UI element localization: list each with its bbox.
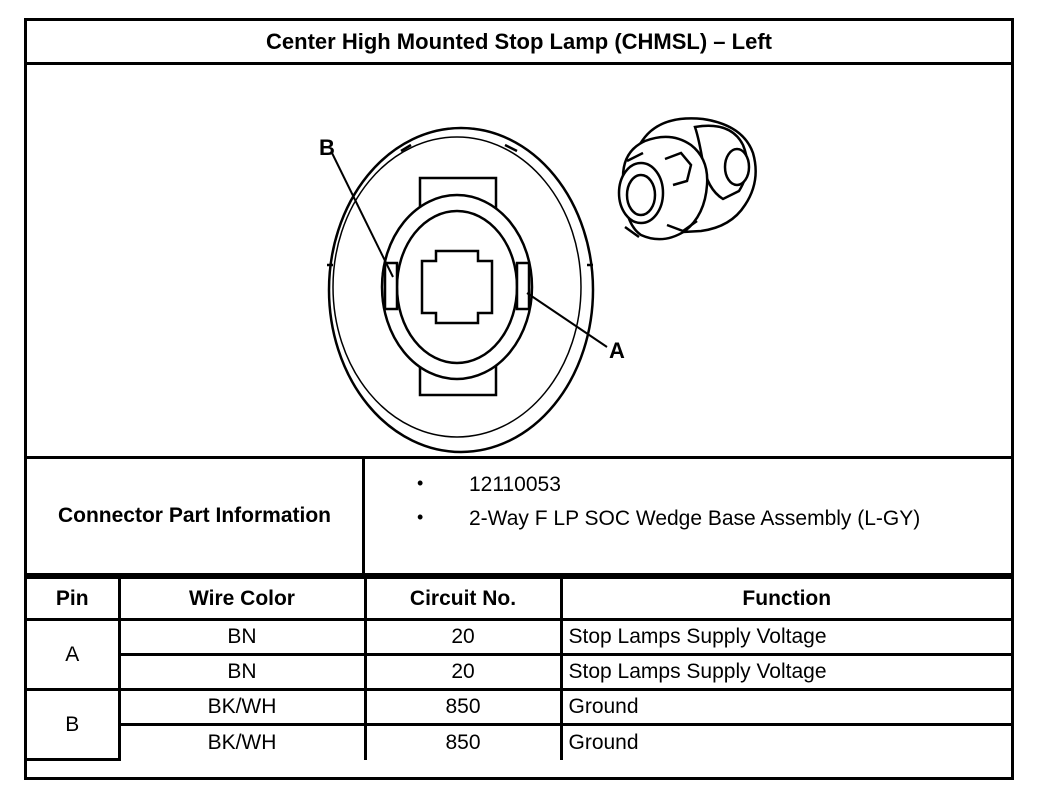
circuit-cell: 850 — [363, 723, 563, 760]
wire-color-cell: BN — [117, 618, 367, 656]
connector-part-information: Connector Part Information • 12110053 • … — [27, 459, 1011, 576]
circuit-cell: 20 — [363, 618, 563, 656]
connector-isometric-view — [617, 117, 757, 241]
bullet-icon: • — [417, 473, 424, 493]
wire-color-cell: BK/WH — [119, 723, 367, 760]
header-wire-color: Wire Color — [117, 576, 367, 621]
bullet-icon: • — [417, 507, 424, 527]
table-header-row: Pin Wire Color Circuit No. Function — [27, 576, 1011, 621]
connector-part-label: Connector Part Information — [27, 459, 365, 573]
function-cell: Stop Lamps Supply Voltage — [559, 618, 1011, 656]
connector-face-view — [327, 126, 595, 454]
table-row: BN 20 Stop Lamps Supply Voltage — [27, 653, 1011, 691]
table-row: A BN 20 Stop Lamps Supply Voltage — [27, 618, 1011, 691]
page-title: Center High Mounted Stop Lamp (CHMSL) – … — [27, 21, 1011, 65]
part-number: 12110053 — [469, 473, 561, 496]
wire-color-cell: BK/WH — [117, 688, 367, 726]
connector-figure: B A — [27, 65, 1011, 459]
pin-cell: B — [27, 688, 121, 761]
header-function: Function — [559, 576, 1011, 621]
callout-a-label: A — [609, 338, 625, 363]
connector-diagram: B A — [319, 117, 757, 454]
header-pin: Pin — [27, 576, 121, 621]
connector-part-list: • 12110053 • 2-Way F LP SOC Wedge Base A… — [365, 459, 1011, 573]
pinout-sheet: Center High Mounted Stop Lamp (CHMSL) – … — [24, 18, 1014, 780]
circuit-cell: 20 — [363, 653, 563, 691]
callout-b-label: B — [319, 135, 335, 160]
function-cell: Ground — [559, 723, 1011, 760]
table-row: BK/WH 850 Ground — [27, 723, 1011, 760]
header-circuit-no: Circuit No. — [363, 576, 563, 621]
function-cell: Ground — [559, 688, 1011, 726]
function-cell: Stop Lamps Supply Voltage — [559, 653, 1011, 691]
pinout-table: Pin Wire Color Circuit No. Function A BN… — [27, 576, 1011, 761]
callout-leaders — [331, 152, 608, 348]
wire-color-cell: BN — [119, 653, 367, 691]
table-row: B BK/WH 850 Ground — [27, 688, 1011, 761]
part-description: 2-Way F LP SOC Wedge Base Assembly (L-GY… — [469, 507, 921, 530]
pin-cell: A — [27, 618, 121, 691]
circuit-cell: 850 — [363, 688, 563, 726]
